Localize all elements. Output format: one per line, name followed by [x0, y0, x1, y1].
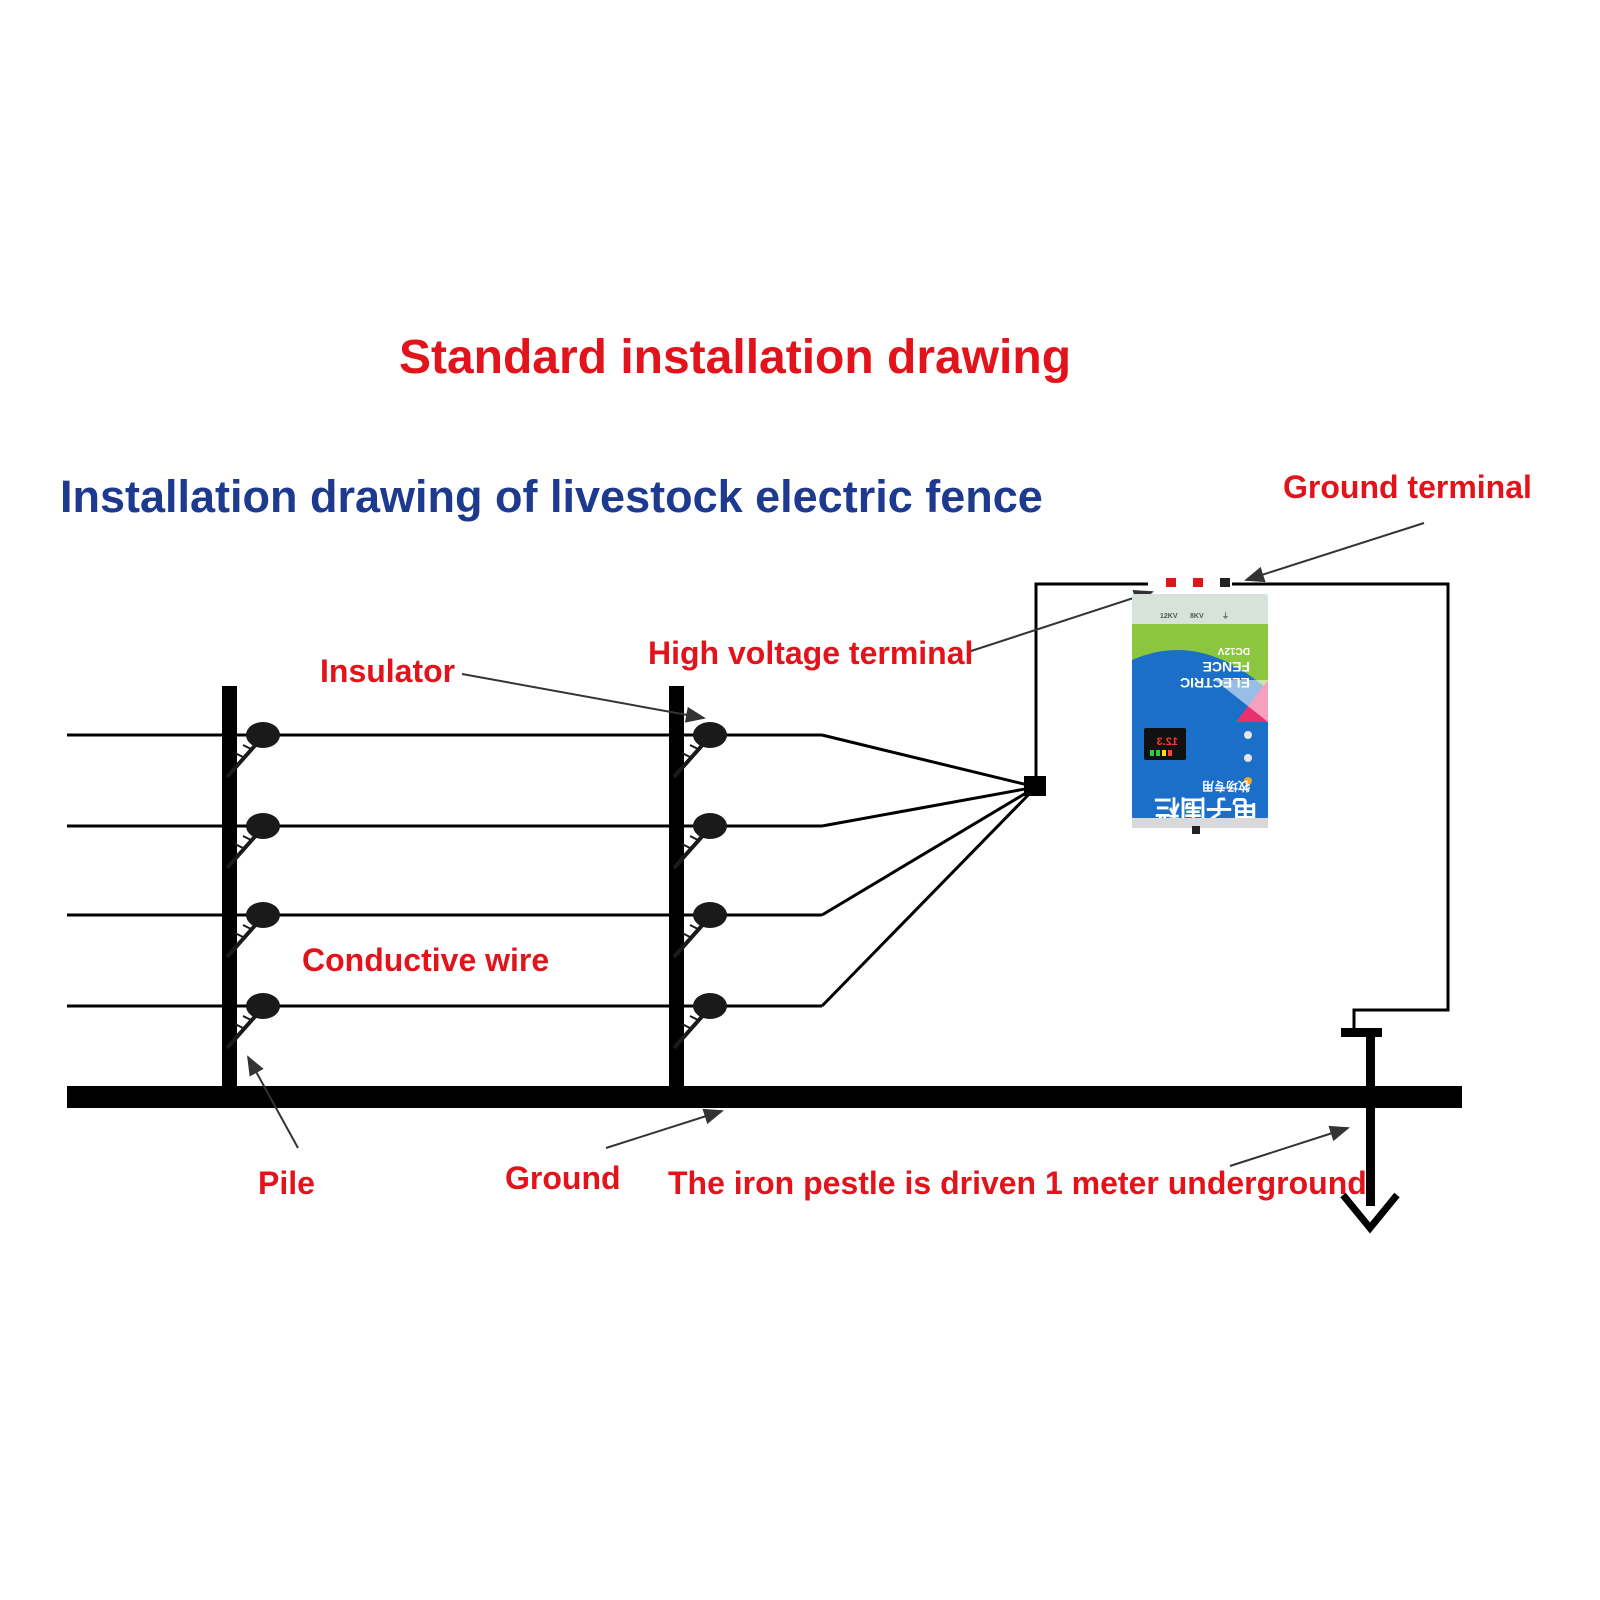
wire-4-lead: [820, 785, 1038, 1008]
pointer-hv-terminal: [967, 589, 1154, 653]
label-ground-terminal: Ground terminal: [1283, 469, 1532, 505]
label-high-voltage-terminal: High voltage terminal: [648, 635, 974, 671]
insulators-right: [672, 722, 727, 1050]
ground-terminal-post: [1220, 578, 1230, 587]
device-voltage: DC12V: [1217, 645, 1250, 656]
svg-text:⏚: ⏚: [1222, 612, 1229, 620]
device-brand-line1: ELECTRIC: [1180, 675, 1250, 691]
hv-terminal-1: [1166, 578, 1176, 587]
device-display-reading: 12.3: [1157, 736, 1178, 748]
device-brand-line2: FENCE: [1203, 659, 1250, 675]
pile-left: [222, 686, 237, 1088]
svg-text:12KV: 12KV: [1160, 613, 1178, 620]
label-pile: Pile: [258, 1165, 315, 1201]
pointer-ground: [605, 1108, 724, 1149]
device-chinese-sub: 牧场专用: [1202, 779, 1250, 794]
device-button: [1244, 754, 1252, 762]
svg-text:8KV: 8KV: [1190, 613, 1204, 620]
insulator: [672, 902, 727, 959]
device-display: [1144, 728, 1186, 760]
insulator: [672, 993, 727, 1050]
high-voltage-lead: [1034, 582, 1148, 787]
label-conductive-wire: Conductive wire: [302, 942, 550, 978]
diagram-subtitle: Installation drawing of livestock electr…: [60, 471, 1043, 522]
pointer-lines: [247, 522, 1425, 1167]
iron-pestle: [1340, 1028, 1400, 1234]
insulator: [225, 993, 280, 1050]
device-button: [1244, 777, 1252, 785]
insulator: [225, 902, 280, 959]
fence-energizer: 12KV 8KV ⏚ ELECTRIC FENCE DC12V 12.3 牧场专…: [1132, 578, 1268, 834]
ground-bar: [67, 1086, 1462, 1108]
wire-3-lead: [821, 785, 1037, 917]
pointer-pile: [247, 1055, 299, 1149]
label-iron-pestle: The iron pestle is driven 1 meter underg…: [668, 1165, 1367, 1201]
page-title: Standard installation drawing: [398, 331, 1072, 384]
hv-terminal-2: [1193, 578, 1203, 587]
insulator: [225, 722, 280, 779]
ground-lead: [1232, 582, 1450, 1032]
insulator: [672, 813, 727, 870]
wire-2-lead: [821, 785, 1037, 828]
wire-junction: [1024, 776, 1046, 796]
pointer-ground-terminal: [1244, 522, 1425, 583]
pointer-iron-pestle: [1229, 1125, 1350, 1167]
device-button: [1244, 731, 1252, 739]
insulator: [225, 813, 280, 870]
pile-right: [669, 686, 684, 1088]
label-insulator: Insulator: [320, 653, 456, 689]
insulators-left: [225, 722, 280, 1050]
pointer-insulator: [461, 673, 706, 723]
label-ground: Ground: [505, 1160, 621, 1196]
insulator: [672, 722, 727, 779]
wire-1-lead: [821, 733, 1037, 789]
